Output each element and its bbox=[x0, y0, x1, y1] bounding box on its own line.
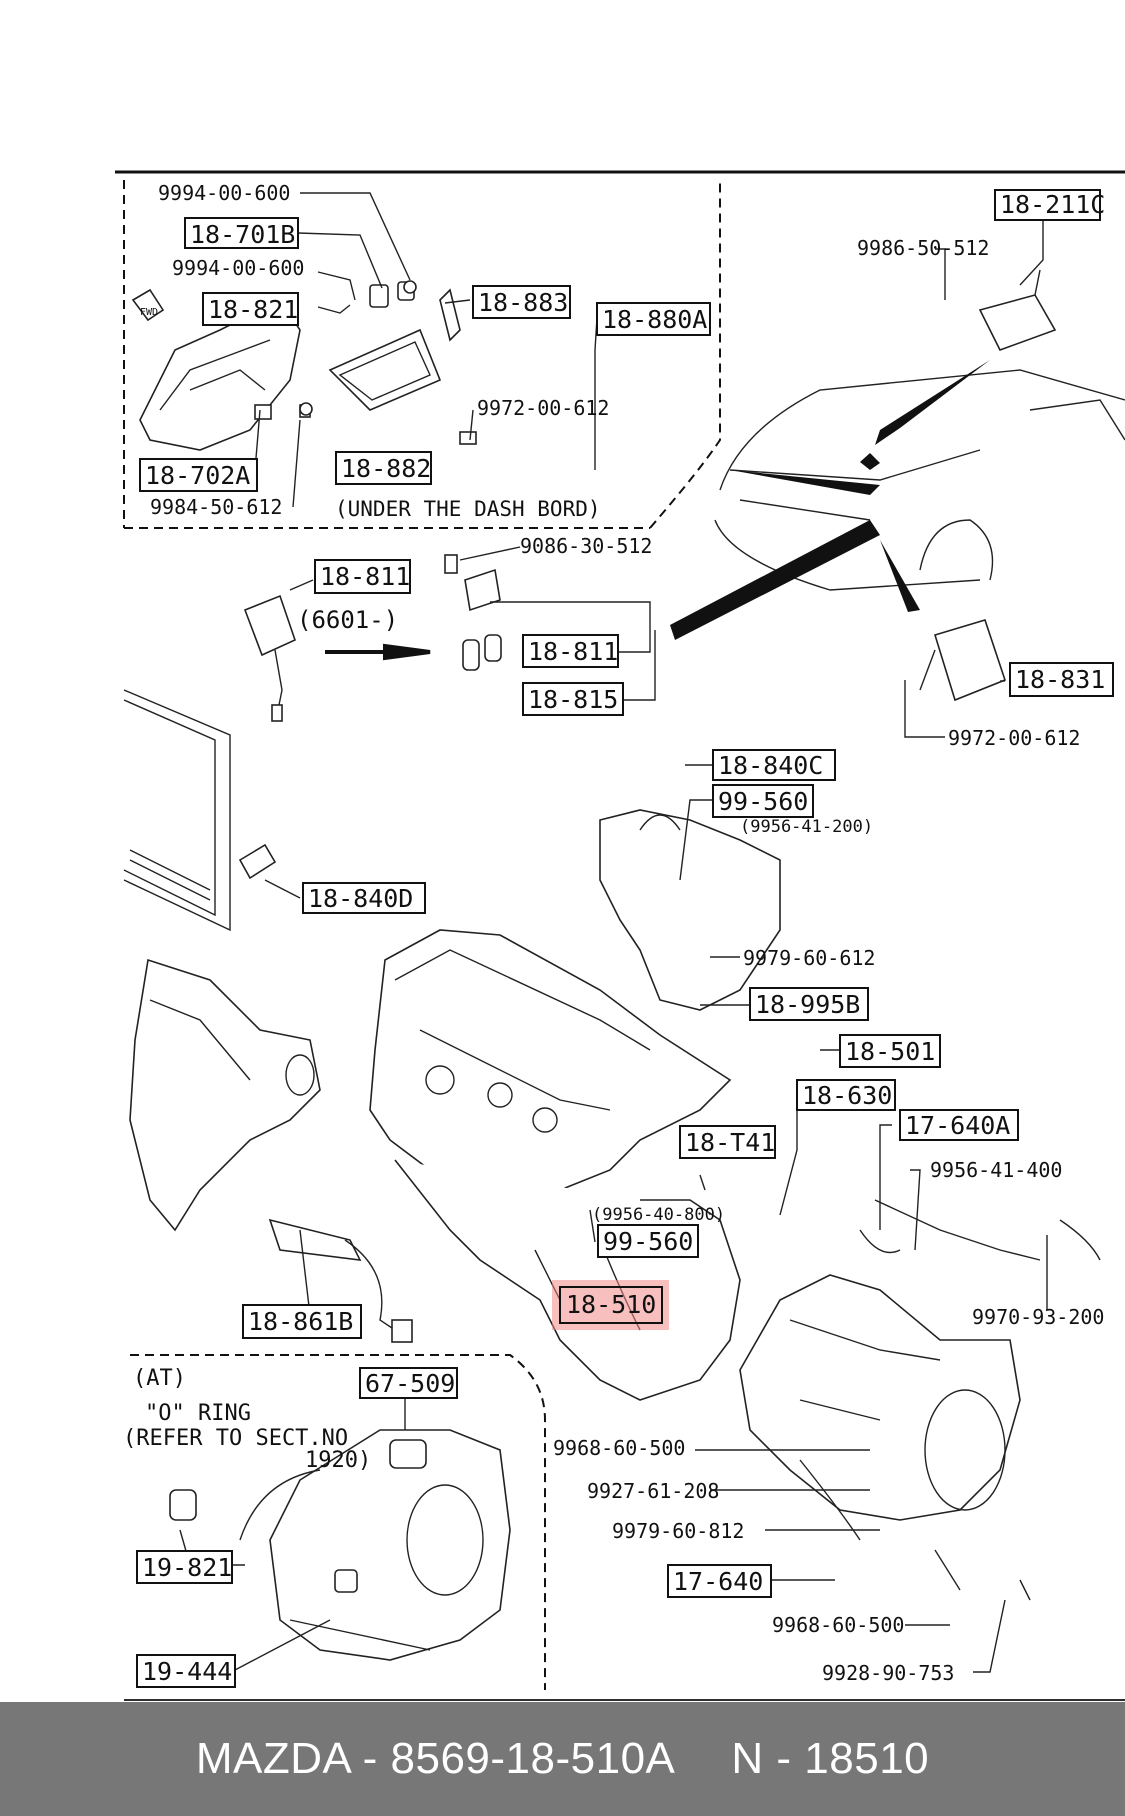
part-label-18-510: 18-510 bbox=[559, 1286, 663, 1324]
svg-text:19-444: 19-444 bbox=[142, 1657, 232, 1686]
label-9986-50-512: 9986-50-512 bbox=[857, 236, 989, 260]
label-9979-60-812: 9979-60-812 bbox=[612, 1519, 744, 1543]
svg-text:19-821: 19-821 bbox=[142, 1553, 232, 1582]
svg-text:18-840D: 18-840D bbox=[308, 884, 413, 913]
label-1920: 1920) bbox=[305, 1448, 371, 1473]
label-9979-60-612: 9979-60-612 bbox=[743, 946, 875, 970]
part-label-18-t41: 18-T41 bbox=[679, 1125, 776, 1159]
svg-text:18-883: 18-883 bbox=[478, 288, 568, 317]
svg-text:18-815: 18-815 bbox=[528, 685, 618, 714]
svg-text:18-501: 18-501 bbox=[845, 1037, 935, 1066]
part-label-18-630: 18-630 bbox=[796, 1079, 896, 1111]
svg-text:18-811: 18-811 bbox=[320, 562, 410, 591]
label-fwd: FWD bbox=[140, 307, 158, 318]
parts-diagram: 18-701B 18-821 18-883 18-880A 18-882 18-… bbox=[115, 170, 1125, 1701]
label-9972-00-612-top: 9972-00-612 bbox=[477, 396, 609, 420]
part-label-18-861b: 18-861B bbox=[242, 1304, 362, 1339]
part-label-18-840c: 18-840C bbox=[712, 749, 836, 781]
part-label-18-882: 18-882 bbox=[335, 451, 432, 485]
label-9994-00-600-mid: 9994-00-600 bbox=[172, 256, 304, 280]
plain-labels: 9994-00-600 9994-00-600 FWD 9972-00-612 … bbox=[123, 181, 1104, 1685]
at-transmission bbox=[169, 1429, 511, 1661]
label-9968-60-500-bottom: 9968-60-500 bbox=[772, 1613, 904, 1637]
part-label-18-811-upper: 18-811 bbox=[314, 559, 411, 594]
label-9970-93-200: 9970-93-200 bbox=[972, 1305, 1104, 1329]
label-6601: (6601-) bbox=[297, 606, 398, 634]
exhaust-manifold bbox=[129, 958, 413, 1343]
svg-text:18-861B: 18-861B bbox=[248, 1307, 353, 1336]
part-label-18-211c: 18-211C bbox=[994, 189, 1105, 221]
part-label-67-509: 67-509 bbox=[359, 1367, 458, 1399]
label-at: (AT) bbox=[133, 1366, 186, 1391]
part-label-18-883: 18-883 bbox=[472, 285, 571, 319]
svg-text:99-560: 99-560 bbox=[603, 1227, 693, 1256]
car-pointer-arrows bbox=[670, 360, 990, 640]
section-borders bbox=[115, 170, 1125, 1701]
svg-text:18-510: 18-510 bbox=[566, 1290, 656, 1319]
svg-text:17-640: 17-640 bbox=[673, 1567, 763, 1596]
part-label-17-640a: 17-640A bbox=[899, 1109, 1019, 1141]
label-9927-61-208: 9927-61-208 bbox=[587, 1479, 719, 1503]
radiator bbox=[123, 689, 277, 932]
part-label-99-560-upper: 99-560 bbox=[712, 784, 814, 818]
label-o-ring: "O" RING bbox=[145, 1401, 251, 1426]
under-dash-assembly bbox=[131, 280, 477, 451]
svg-text:18-811: 18-811 bbox=[528, 637, 618, 666]
part-label-18-702a: 18-702A bbox=[139, 458, 258, 492]
footer-bar: MAZDA - 8569-18-510A N - 18510 bbox=[0, 1702, 1125, 1816]
svg-text:18-995B: 18-995B bbox=[755, 990, 860, 1019]
svg-text:18-630: 18-630 bbox=[802, 1081, 892, 1110]
part-label-18-501: 18-501 bbox=[839, 1034, 941, 1068]
svg-text:18-880A: 18-880A bbox=[602, 305, 707, 334]
svg-text:18-831: 18-831 bbox=[1015, 665, 1105, 694]
transmission bbox=[739, 1199, 1101, 1601]
part-label-18-815: 18-815 bbox=[522, 682, 624, 716]
part-label-19-444: 19-444 bbox=[136, 1654, 236, 1688]
label-9972-00-612-right: 9972-00-612 bbox=[948, 726, 1080, 750]
part-label-99-560-lower: 99-560 bbox=[597, 1224, 699, 1258]
part-label-18-840d: 18-840D bbox=[302, 882, 426, 914]
svg-text:18-211C: 18-211C bbox=[1000, 190, 1105, 219]
part-label-18-701b: 18-701B bbox=[184, 217, 299, 249]
direction-arrow bbox=[325, 643, 431, 661]
label-9956-40-800: (9956-40-800) bbox=[592, 1205, 725, 1225]
label-9086-30-512: 9086-30-512 bbox=[520, 534, 652, 558]
svg-text:18-T41: 18-T41 bbox=[685, 1128, 775, 1157]
svg-text:18-701B: 18-701B bbox=[190, 220, 295, 249]
label-9956-41-200: (9956-41-200) bbox=[740, 817, 873, 837]
svg-text:99-560: 99-560 bbox=[718, 787, 808, 816]
svg-text:18-821: 18-821 bbox=[208, 295, 298, 324]
svg-text:17-640A: 17-640A bbox=[905, 1111, 1010, 1140]
car-outline bbox=[714, 269, 1125, 702]
footer-ref: N - 18510 bbox=[731, 1734, 930, 1783]
label-9984-50-612: 9984-50-612 bbox=[150, 495, 282, 519]
svg-text:67-509: 67-509 bbox=[365, 1369, 455, 1398]
label-9928-90-753: 9928-90-753 bbox=[822, 1661, 954, 1685]
highlight-18-510 bbox=[552, 1280, 669, 1330]
relay-18-811 bbox=[243, 554, 502, 722]
part-label-18-880a: 18-880A bbox=[596, 302, 711, 336]
svg-text:18-882: 18-882 bbox=[341, 454, 431, 483]
label-9994-00-600-top: 9994-00-600 bbox=[158, 181, 290, 205]
label-under-dash: (UNDER THE DASH BORD) bbox=[335, 497, 601, 521]
footer-brand-part: MAZDA - 8569-18-510A bbox=[195, 1734, 676, 1783]
part-label-18-995b: 18-995B bbox=[749, 987, 869, 1021]
label-9956-41-400: 9956-41-400 bbox=[930, 1158, 1062, 1182]
label-refer-sect: (REFER TO SECT.NO bbox=[123, 1426, 348, 1451]
svg-text:18-702A: 18-702A bbox=[145, 461, 250, 490]
part-label-18-831: 18-831 bbox=[1009, 662, 1114, 697]
part-label-19-821: 19-821 bbox=[136, 1550, 233, 1584]
part-label-18-811-lower: 18-811 bbox=[522, 634, 619, 668]
label-9968-60-500-top: 9968-60-500 bbox=[553, 1436, 685, 1460]
part-label-17-640: 17-640 bbox=[667, 1564, 772, 1598]
svg-text:18-840C: 18-840C bbox=[718, 751, 823, 780]
part-label-18-821: 18-821 bbox=[202, 292, 299, 326]
